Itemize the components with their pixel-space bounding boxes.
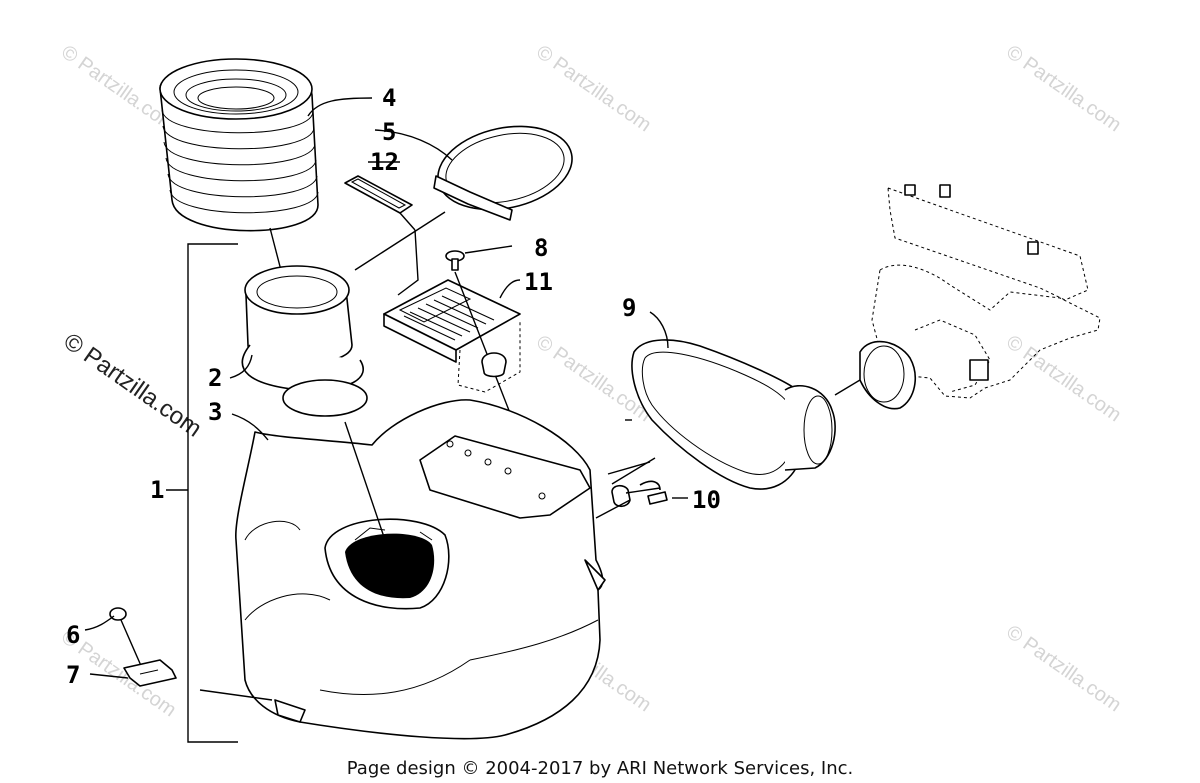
throttle-duct bbox=[625, 339, 836, 490]
callout-labels: 1 2 3 4 5 6 7 8 9 10 11 12 bbox=[66, 84, 721, 689]
watermark: © Partzilla.com bbox=[1002, 621, 1125, 716]
callout-label: 8 bbox=[534, 234, 548, 262]
watermark: © Partzilla.com bbox=[532, 41, 655, 136]
decal bbox=[383, 279, 521, 393]
hose-clamp bbox=[595, 457, 688, 519]
callout-label: 2 bbox=[208, 364, 222, 392]
callout-label: 1 bbox=[150, 476, 164, 504]
partzilla-watermark: © Partzilla.com bbox=[59, 328, 207, 443]
callout-label: 11 bbox=[524, 268, 553, 296]
screw-and-clip bbox=[109, 607, 177, 687]
grommet bbox=[481, 352, 507, 378]
callout-label: 7 bbox=[66, 661, 80, 689]
bellows-boot bbox=[159, 58, 319, 306]
watermark: © Partzilla.com bbox=[1002, 331, 1125, 426]
callout-label: 5 bbox=[382, 118, 396, 146]
inlet-duct bbox=[241, 265, 368, 417]
callout-label: 10 bbox=[692, 486, 721, 514]
assembly-bracket bbox=[166, 243, 238, 743]
callout-label: 6 bbox=[66, 621, 80, 649]
air-box bbox=[199, 399, 606, 740]
callout-label: 4 bbox=[382, 84, 396, 112]
clamp-band bbox=[354, 125, 573, 271]
watermark: © Partzilla.com bbox=[1002, 41, 1125, 136]
copyright-footer: Page design © 2004-2017 by ARI Network S… bbox=[347, 758, 854, 779]
callout-label: 3 bbox=[208, 398, 222, 426]
throttle-body-assembly bbox=[834, 184, 1101, 410]
leader-lines bbox=[84, 97, 669, 679]
rubber-seal bbox=[344, 175, 419, 296]
callout-label: 12 bbox=[370, 148, 399, 176]
callout-label: 9 bbox=[622, 294, 636, 322]
